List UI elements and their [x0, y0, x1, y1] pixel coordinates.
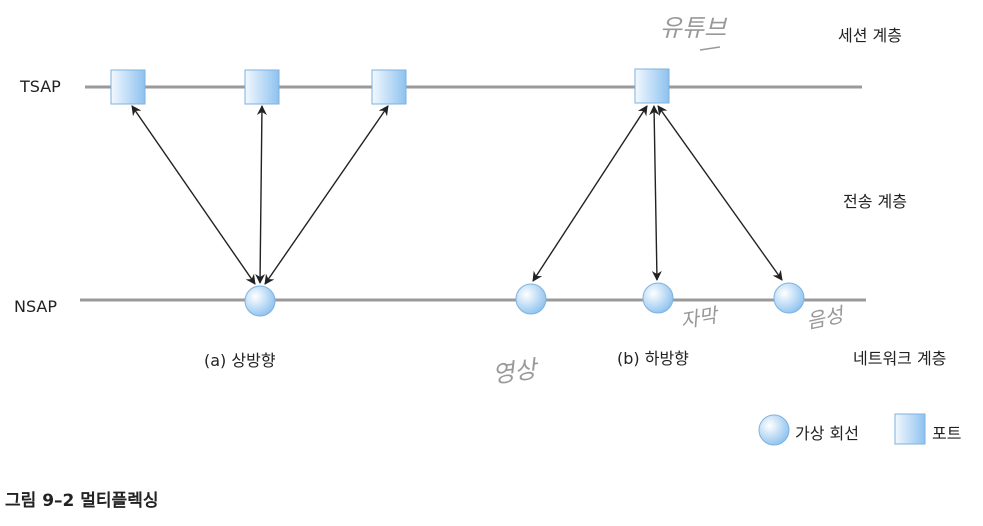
- handwritten-underline: [699, 46, 721, 51]
- arrow: [255, 105, 267, 284]
- arrow: [131, 105, 256, 285]
- virtual-circuit-circle: [244, 285, 276, 317]
- arrow: [649, 105, 662, 281]
- legend-circle-icon: [758, 414, 790, 446]
- session-layer-label: 세션 계층: [838, 26, 902, 45]
- port-square: [371, 69, 407, 105]
- port-square: [110, 69, 146, 105]
- arrow: [264, 105, 389, 285]
- downward-caption: (b) 하방향: [617, 349, 689, 368]
- virtual-circuit-circle: [773, 282, 805, 314]
- virtual-circuit-circle: [642, 282, 674, 314]
- port-square: [634, 68, 670, 104]
- figure-caption: 그림 9–2 멀티플렉싱: [5, 491, 159, 511]
- legend-circle-label: 가상 회선: [795, 424, 859, 443]
- network-layer-label: 네트워크 계층: [853, 349, 947, 368]
- arrow: [532, 105, 648, 282]
- nsap-label: NSAP: [14, 297, 58, 316]
- handwritten-video: 영상: [490, 355, 539, 389]
- transport-layer-label: 전송 계층: [843, 192, 907, 211]
- arrow: [657, 105, 783, 281]
- legend-square-label: 포트: [932, 424, 962, 443]
- port-square: [244, 69, 280, 105]
- legend-square-icon: [894, 413, 926, 445]
- handwritten-youtube: 유튜브: [660, 14, 727, 42]
- upward-caption: (a) 상방향: [204, 351, 276, 370]
- tsap-label: TSAP: [20, 77, 61, 96]
- virtual-circuit-circle: [515, 283, 547, 315]
